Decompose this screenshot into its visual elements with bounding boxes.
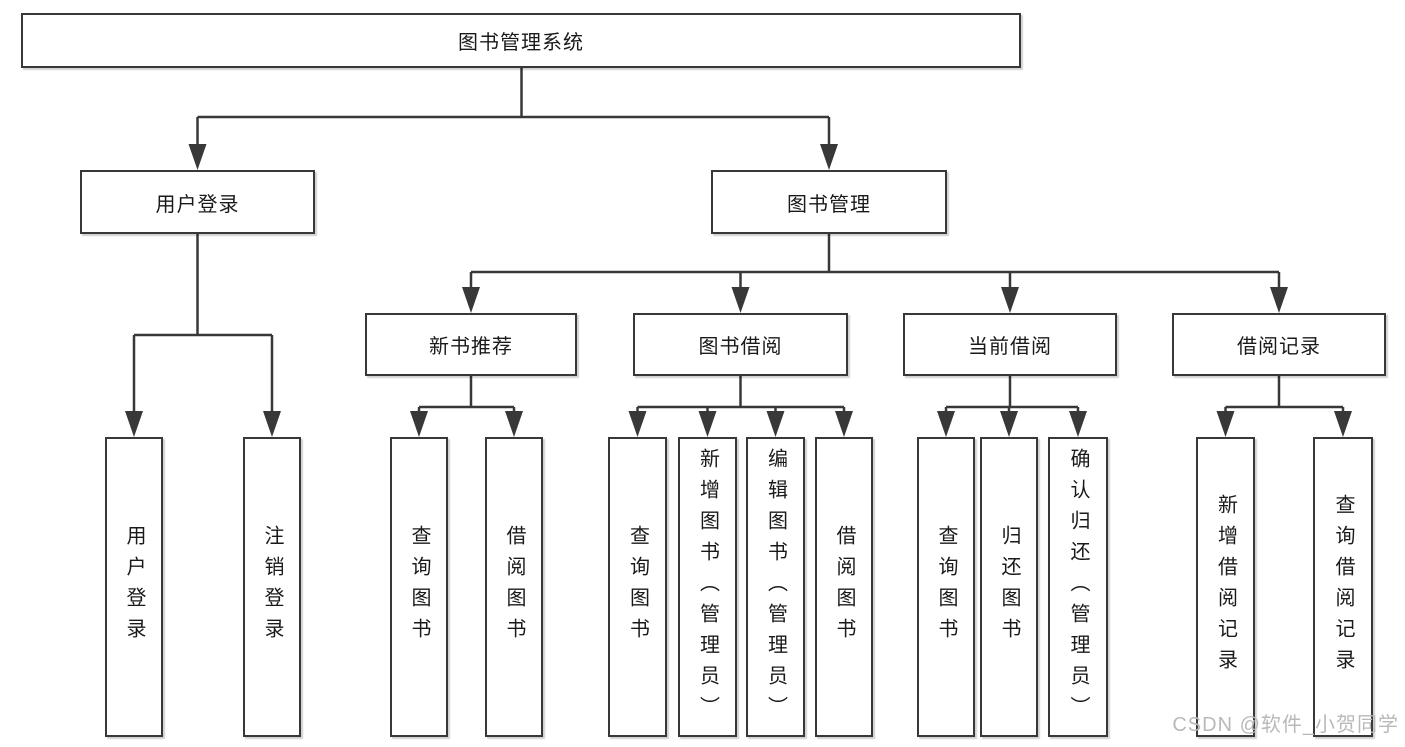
arrowhead-icon (462, 287, 480, 313)
node-leaf-logout: 注销登录 (243, 437, 301, 737)
leaf-label: 归还图书 (998, 525, 1020, 649)
node-new-book-recommend: 新书推荐 (365, 313, 577, 376)
leaf-label: 查询借阅记录 (1332, 494, 1354, 680)
arrowhead-icon (1216, 411, 1235, 437)
node-borrowing-records: 借阅记录 (1172, 313, 1386, 376)
node-leaf-return-books: 归还图书 (980, 437, 1038, 737)
arrowhead-icon (1000, 411, 1018, 437)
leaf-label: 新增借阅记录 (1214, 494, 1237, 680)
arrowhead-icon (820, 144, 838, 170)
arrowhead-icon (505, 411, 523, 437)
arrowhead-icon (835, 411, 853, 437)
leaf-label: 编辑图书（管理员） (764, 447, 787, 727)
node-book-management: 图书管理 (711, 170, 947, 234)
node-leaf-edit-books-admin: 编辑图书（管理员） (746, 437, 805, 737)
arrowhead-icon (1001, 287, 1019, 313)
arrowhead-icon (263, 411, 281, 437)
connector-root-to-level2 (196, 68, 831, 148)
leaf-label: 查询图书 (408, 525, 430, 649)
connector-current-borrowing-to-leaves (944, 376, 1080, 415)
leaf-label: 确认归还（管理员） (1067, 447, 1089, 727)
leaf-label: 借阅图书 (503, 525, 525, 649)
arrowhead-icon (1069, 411, 1087, 437)
connector-book-borrowing-to-leaves (636, 376, 846, 415)
arrowhead-icon (188, 144, 207, 170)
arrowhead-icon (1270, 287, 1288, 313)
arrowhead-icon (698, 411, 717, 437)
leaf-label: 用户登录 (123, 525, 145, 649)
node-leaf-borrow-books-1: 借阅图书 (485, 437, 543, 737)
connector-borrowing-records-to-leaves (1224, 376, 1345, 415)
node-user-login: 用户登录 (80, 170, 315, 234)
connector-new-book-recommend-to-leaves (417, 376, 516, 415)
leaf-label: 新增图书（管理员） (696, 447, 719, 727)
node-leaf-borrow-books-2: 借阅图书 (815, 437, 873, 737)
arrowhead-icon (628, 411, 647, 437)
arrowhead-icon (766, 411, 785, 437)
leaf-label: 借阅图书 (833, 525, 855, 649)
arrowhead-icon (731, 287, 750, 313)
node-leaf-add-borrow-record: 新增借阅记录 (1196, 437, 1255, 737)
node-library-management-system: 图书管理系统 (21, 13, 1021, 68)
leaf-label: 注销登录 (261, 525, 283, 649)
connector-book-mgmt-to-level3 (469, 234, 1281, 291)
node-leaf-query-books-3: 查询图书 (917, 437, 975, 737)
leaf-label: 查询图书 (935, 525, 957, 649)
node-leaf-user-login: 用户登录 (105, 437, 163, 737)
node-book-borrowing: 图书借阅 (633, 313, 848, 376)
arrowhead-icon (410, 411, 428, 437)
node-leaf-confirm-return-admin: 确认归还（管理员） (1048, 437, 1108, 737)
node-leaf-add-books-admin: 新增图书（管理员） (678, 437, 737, 737)
watermark-text: CSDN @软件_小贺同学 (1172, 714, 1399, 736)
connector-user-login-to-leaves (132, 234, 274, 415)
leaf-label: 查询图书 (626, 525, 649, 649)
arrowhead-icon (937, 411, 955, 437)
arrowhead-icon (125, 411, 143, 437)
node-current-borrowing: 当前借阅 (903, 313, 1117, 376)
node-leaf-query-borrow-record: 查询借阅记录 (1313, 437, 1373, 737)
node-leaf-query-books-2: 查询图书 (608, 437, 667, 737)
node-leaf-query-books-1: 查询图书 (390, 437, 448, 737)
arrowhead-icon (1334, 411, 1352, 437)
